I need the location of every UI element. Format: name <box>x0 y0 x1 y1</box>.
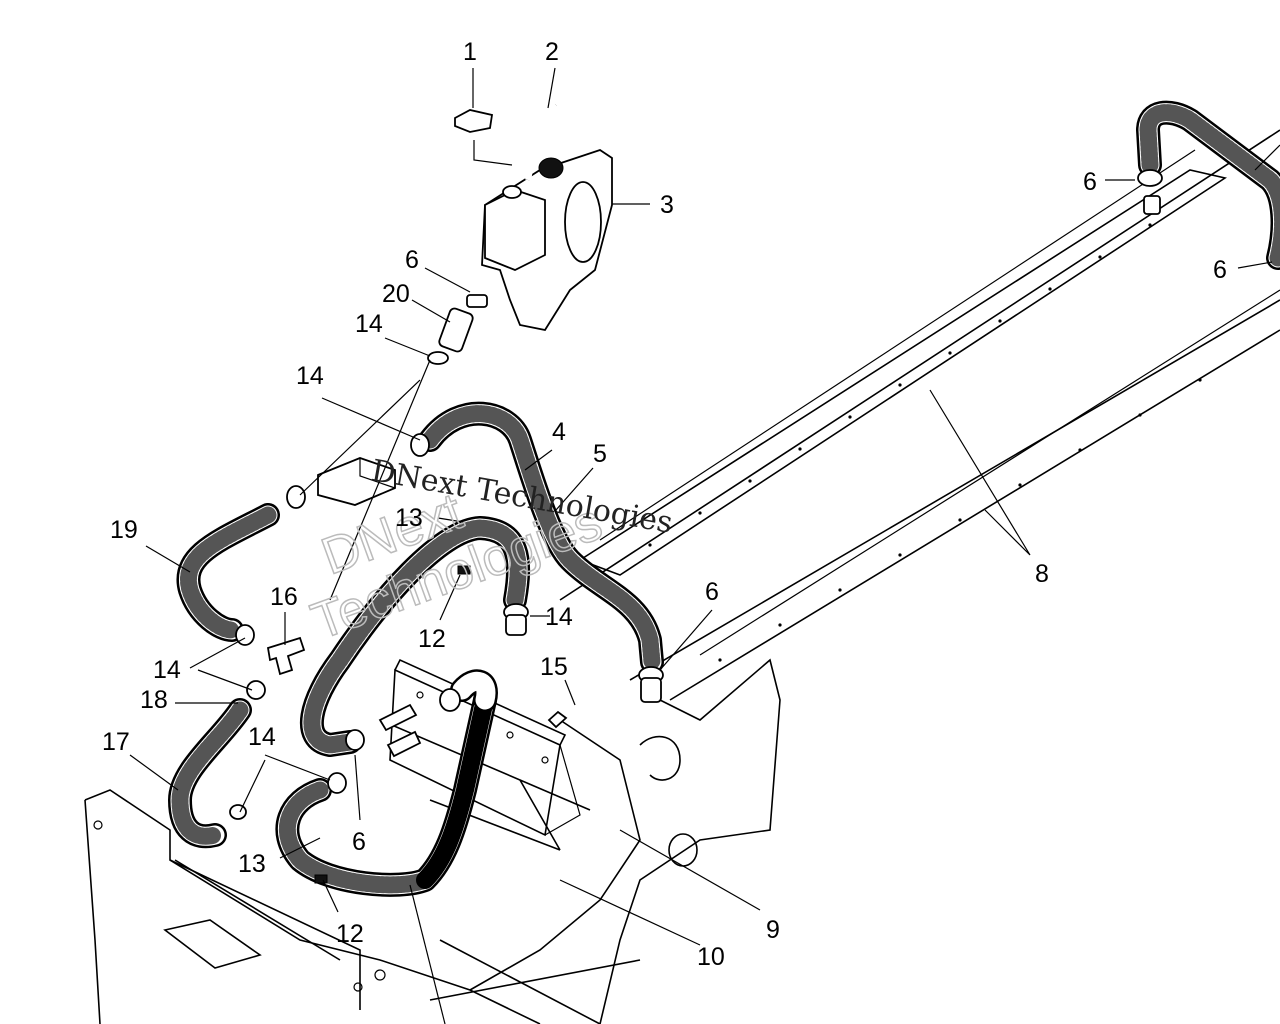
callout-5: 5 <box>593 440 607 468</box>
callout-20: 20 <box>382 280 410 308</box>
callout-2: 2 <box>545 38 559 66</box>
callout-14: 14 <box>248 723 276 751</box>
callout-8: 8 <box>1035 560 1049 588</box>
leader-lines <box>129 67 1280 1024</box>
callout-6: 6 <box>1083 168 1097 196</box>
callout-12: 12 <box>336 920 364 948</box>
callout-14: 14 <box>153 656 181 684</box>
callout-6: 6 <box>352 828 366 856</box>
callout-labels: 1 2 3 6 20 14 14 4 5 13 19 16 12 14 14 1… <box>102 38 1227 971</box>
callout-14: 14 <box>545 603 573 631</box>
tunnel-frame <box>559 129 1280 1024</box>
callout-6: 6 <box>405 246 419 274</box>
callout-16: 16 <box>270 583 298 611</box>
callout-14: 14 <box>296 362 324 390</box>
chassis-frame <box>84 719 641 1024</box>
callout-6: 6 <box>705 578 719 606</box>
callout-19: 19 <box>110 516 138 544</box>
callout-10: 10 <box>697 943 725 971</box>
coolant-hoses <box>168 100 1280 897</box>
callout-4: 4 <box>552 418 566 446</box>
callout-14: 14 <box>355 310 383 338</box>
clamps-fittings <box>229 169 1163 884</box>
corrugated-hose-section <box>416 691 494 889</box>
callout-18: 18 <box>140 686 168 714</box>
rivet-row <box>648 223 1202 662</box>
callout-12: 12 <box>418 625 446 653</box>
callout-15: 15 <box>540 653 568 681</box>
callout-6: 6 <box>1213 256 1227 284</box>
callout-1: 1 <box>463 38 477 66</box>
callout-9: 9 <box>766 916 780 944</box>
callout-3: 3 <box>660 191 674 219</box>
callout-13: 13 <box>238 850 266 878</box>
coolant-reservoir <box>427 102 613 365</box>
callout-13: 13 <box>395 504 423 532</box>
callout-17: 17 <box>102 728 130 756</box>
